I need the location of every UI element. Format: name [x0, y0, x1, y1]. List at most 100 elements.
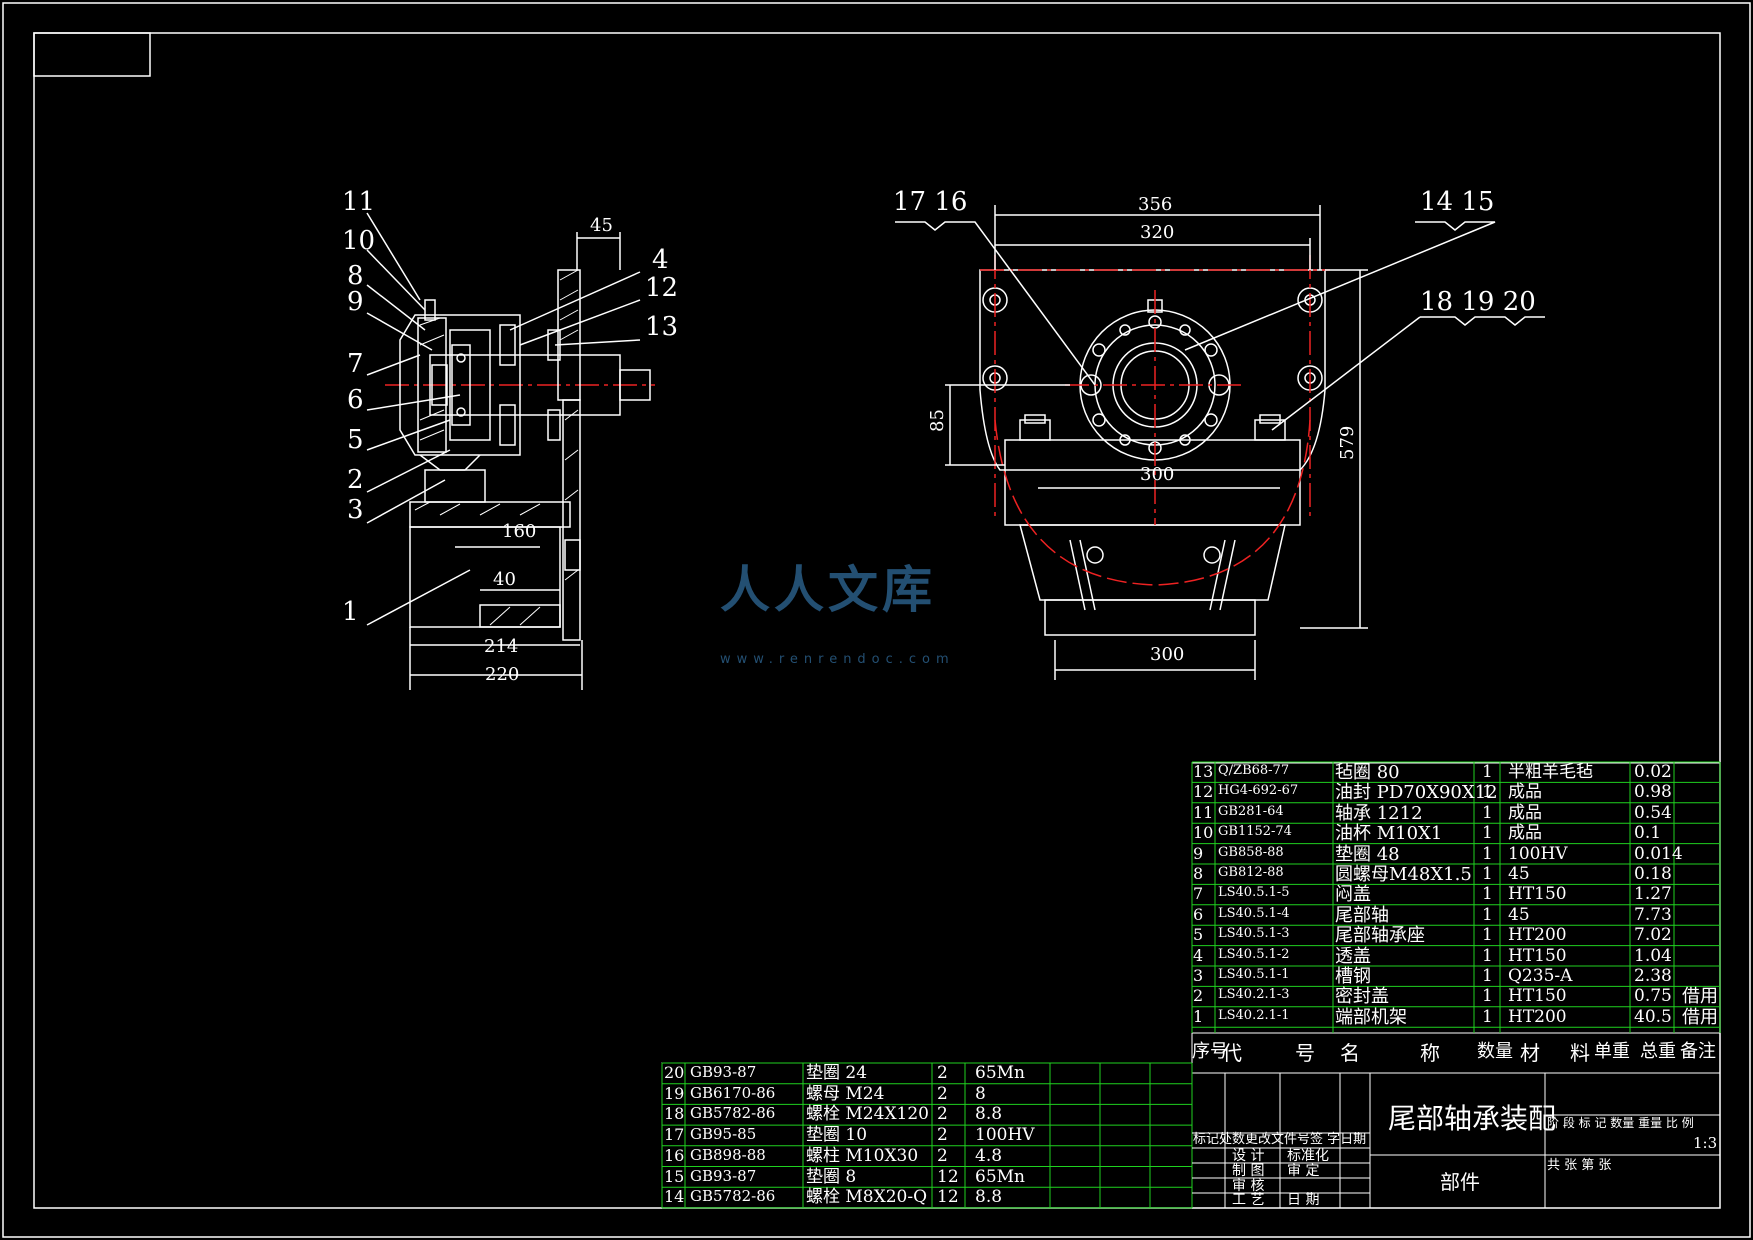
- bom-upper-material: 半粗羊毛毡: [1508, 762, 1593, 782]
- bom-upper-qty: 1: [1482, 904, 1493, 925]
- label-1: 1: [342, 597, 359, 627]
- bom-upper-qty: 1: [1482, 823, 1493, 844]
- label-18-19-20: 18 19 20: [1420, 287, 1536, 317]
- watermark: 人人文库 www.renrendoc.com: [720, 540, 1010, 670]
- bom-upper-name: 槽钢: [1335, 966, 1371, 987]
- bom-upper-material: HT200: [1508, 925, 1567, 946]
- bom-upper-weight: 1.27: [1634, 884, 1672, 905]
- bom-upper-code: Q/ZB68-77: [1218, 763, 1290, 778]
- bom-upper-code: LS40.5.1-2: [1218, 946, 1290, 962]
- bom-upper-code: LS40.2.1-3: [1218, 987, 1290, 1003]
- bom-upper-no: 9: [1193, 843, 1204, 863]
- bom-upper-no: 11: [1193, 802, 1214, 822]
- bom-upper-qty: 1: [1482, 864, 1493, 884]
- bom-upper-material: 100HV: [1508, 843, 1568, 864]
- dim-214: 214: [484, 636, 518, 657]
- bom-lower-name: 垫圈 8: [806, 1166, 857, 1187]
- dim-40: 40: [493, 569, 516, 590]
- bom-lower-material: 65Mn: [975, 1166, 1025, 1187]
- bom-upper-weight: 0.75: [1634, 986, 1672, 1007]
- label-7: 7: [347, 349, 364, 379]
- bom-lower-code: GB5782-86: [690, 1104, 776, 1123]
- bom-upper-note: 借用: [1682, 1006, 1718, 1028]
- bom-lower-qty: 12: [937, 1187, 959, 1208]
- label-17-16: 17 16: [893, 187, 967, 217]
- dim-579: 579: [1337, 426, 1358, 460]
- bom-lower-name: 螺栓 M24X120: [806, 1104, 929, 1125]
- bom-lower-no: 17: [664, 1125, 685, 1145]
- bom-upper-no: 8: [1193, 864, 1204, 883]
- bom-header-total-weight: 总重: [1640, 1041, 1676, 1062]
- bom-upper-code: GB1152-74: [1218, 824, 1292, 840]
- bom-upper-code: HG4-692-67: [1218, 783, 1299, 799]
- bom-lower-code: GB6170-86: [690, 1083, 776, 1102]
- dim-300-bottom: 300: [1150, 644, 1184, 665]
- bom-upper-name: 闷盖: [1335, 884, 1371, 906]
- label-13: 13: [645, 312, 678, 342]
- bom-lower-material: 65Mn: [975, 1063, 1025, 1083]
- label-3: 3: [347, 495, 364, 525]
- bom-lower-name: 垫圈 10: [806, 1125, 868, 1146]
- bom-lower-qty: 2: [937, 1083, 948, 1104]
- bom-lower-no: 18: [664, 1104, 685, 1124]
- bom-upper-name: 油杯 M10X1: [1335, 823, 1443, 845]
- bom-upper-weight: 0.02: [1634, 762, 1672, 782]
- bom-lower-material: 8.8: [975, 1104, 1003, 1125]
- bom-upper-weight: 2.38: [1634, 966, 1672, 986]
- bom-header-qty: 数量: [1477, 1041, 1513, 1062]
- bom-upper-material: 成品: [1508, 782, 1542, 803]
- label-10: 10: [342, 226, 375, 256]
- bom-upper-weight: 0.18: [1634, 864, 1672, 884]
- label-6: 6: [347, 385, 364, 415]
- drawing-title: 尾部轴承装配: [1388, 1102, 1557, 1135]
- bom-upper-code: LS40.5.1-4: [1218, 905, 1290, 921]
- bom-lower-name: 螺母 M24: [806, 1083, 885, 1104]
- bom-lower-no: 15: [664, 1166, 685, 1186]
- label-11: 11: [342, 187, 375, 217]
- check-label: 审 核: [1232, 1178, 1265, 1194]
- bom-header-no: 序号: [1192, 1041, 1228, 1062]
- bom-lower-qty: 2: [937, 1063, 948, 1083]
- bom-upper-material: HT150: [1508, 986, 1567, 1007]
- dim-85: 85: [927, 409, 948, 432]
- label-12: 12: [645, 273, 678, 303]
- dim-300-mid: 300: [1140, 464, 1174, 485]
- bom-upper-note: 借用: [1682, 986, 1718, 1008]
- bom-upper-weight: 40.5: [1634, 1006, 1672, 1027]
- bom-lower-material: 100HV: [975, 1125, 1035, 1146]
- bom-upper-no: 1: [1193, 1006, 1204, 1026]
- bom-header-unit-weight: 单重: [1594, 1041, 1630, 1062]
- bom-lower-material: 4.8: [975, 1145, 1003, 1166]
- bom-upper-qty: 1: [1482, 966, 1493, 986]
- bom-upper-weight: 0.1: [1634, 823, 1662, 844]
- label-8: 8: [347, 261, 364, 291]
- right-view-labels: 17 16 14 15 18 19 20 356 320 300 300 85 …: [893, 187, 1536, 665]
- bom-lower-qty: 2: [937, 1145, 948, 1166]
- bom-upper-qty: 1: [1482, 945, 1493, 966]
- corner-box: [33, 32, 151, 77]
- bom-upper-code: GB858-88: [1218, 844, 1284, 860]
- bom-upper-name: 油封 PD70X90X12: [1335, 782, 1498, 804]
- bom-lower-no: 14: [664, 1187, 685, 1207]
- date-label: 日 期: [1287, 1192, 1320, 1208]
- bom-lower-material: 8: [975, 1083, 986, 1104]
- bom-upper-no: 7: [1193, 884, 1204, 904]
- bom-upper-name: 尾部轴: [1335, 904, 1389, 926]
- bom-lower-no: 19: [664, 1083, 685, 1103]
- stage-header: 阶 段 标 记 数量 重量 比 例: [1547, 1116, 1694, 1130]
- bom-upper-code: LS40.2.1-1: [1218, 1007, 1290, 1023]
- draw-label: 制 图: [1232, 1163, 1265, 1179]
- bom-upper-code: GB281-64: [1218, 803, 1284, 819]
- dim-160: 160: [502, 521, 536, 542]
- bom-lower-code: GB93-87: [690, 1063, 757, 1081]
- bom-lower-name: 螺栓 M8X20-Q: [806, 1187, 928, 1208]
- bom-upper-weight: 1.04: [1634, 945, 1672, 966]
- left-part-labels: 11 10 8 9 7 6 5 2 3 1 4 12 13 45 160 40 …: [342, 187, 678, 685]
- bom-lower-qty: 12: [937, 1166, 959, 1187]
- bom-upper-qty: 1: [1482, 986, 1493, 1007]
- bom-lower-name: 螺柱 M10X30: [806, 1145, 919, 1166]
- label-4: 4: [652, 245, 669, 275]
- revision-header: 标记处数更改文件号签 字日期: [1193, 1132, 1367, 1147]
